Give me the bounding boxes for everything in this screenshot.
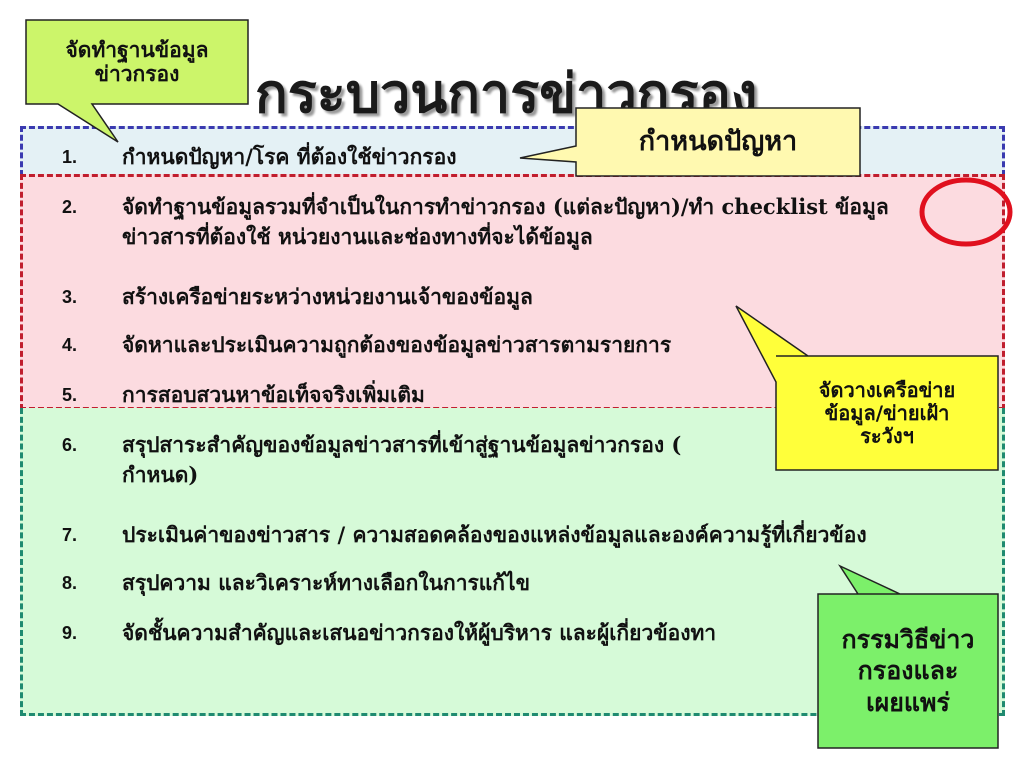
step-number: 6. xyxy=(62,435,78,455)
step-number: 8. xyxy=(62,573,78,593)
callout-line: จัดวางเครือข่าย xyxy=(818,377,956,402)
step-number: 5. xyxy=(62,385,78,405)
callout-define-problem-shape xyxy=(519,107,861,177)
step-text: จัดหาและประเมินความถูกต้องของข้อมูลข่าวส… xyxy=(122,332,672,357)
highlight-circle xyxy=(919,177,1013,247)
step-text-line: กำหนด) xyxy=(122,462,199,487)
step-number: 4. xyxy=(62,335,78,355)
step-text: การสอบสวนหาข้อเท็จจริงเพิ่มเติม xyxy=(122,382,425,407)
callout-line: จัดทำฐานข้อมูล xyxy=(65,36,209,62)
step-text: จัดทำฐานข้อมูลรวมที่จำเป็นในการทำข่าวกรอ… xyxy=(122,192,1002,252)
step-number: 3. xyxy=(62,287,78,307)
callout-method: กรรมวิธีข่าว กรองและ เผยแพร่ xyxy=(820,596,996,746)
step-number: 2. xyxy=(62,197,78,217)
callout-line: เผยแพร่ xyxy=(866,687,950,717)
step-text-line: จัดทำฐานข้อมูลรวมที่จำเป็นในการทำข่าวกรอ… xyxy=(122,194,889,219)
step-text: สรุปสาระสำคัญของข้อมูลข่าวสารที่เข้าสู่ฐ… xyxy=(122,430,1002,490)
callout-database: จัดทำฐานข้อมูล ข่าวกรอง xyxy=(28,22,246,102)
step-text: สรุปความ และวิเคราะห์ทางเลือกในการแก้ไข xyxy=(122,570,530,595)
callout-line: ข่าวกรอง xyxy=(94,61,180,86)
step-text-line: สรุปสาระสำคัญของข้อมูลข่าวสารที่เข้าสู่ฐ… xyxy=(122,432,682,457)
step-text: ประเมินค่าของข่าวสาร / ความสอดคล้องของแห… xyxy=(122,522,867,547)
step-number: 1. xyxy=(62,147,78,167)
callout-network: จัดวางเครือข่าย ข้อมูล/ข่ายเฝ้า ระวังฯ xyxy=(778,358,996,468)
callout-line: กรองและ xyxy=(857,656,959,686)
step-text-line: ข่าวสารที่ต้องใช้ หน่วยงานและช่องทางที่จ… xyxy=(122,224,593,249)
callout-define-problem: กำหนดปัญหา xyxy=(578,110,858,174)
callout-database-shape xyxy=(25,19,249,143)
step-text: กำหนดปัญหา/โรค ที่ต้องใช้ข่าวกรอง xyxy=(122,144,457,169)
callout-line: กรรมวิธีข่าว xyxy=(841,625,975,655)
step-number: 9. xyxy=(62,623,78,643)
callout-line: ข้อมูล/ข่ายเฝ้า xyxy=(824,400,950,425)
callout-line: ระวังฯ xyxy=(860,423,914,448)
step-text: สร้างเครือข่ายระหว่างหน่วยงานเจ้าของข้อม… xyxy=(122,284,533,309)
step-number: 7. xyxy=(62,525,78,545)
callout-line: กำหนดปัญหา xyxy=(638,126,798,158)
step-text: จัดชั้นความสำคัญและเสนอข่าวกรองให้ผู้บริ… xyxy=(122,620,717,645)
callout-method-shape xyxy=(817,564,999,749)
callout-network-shape xyxy=(735,305,999,471)
